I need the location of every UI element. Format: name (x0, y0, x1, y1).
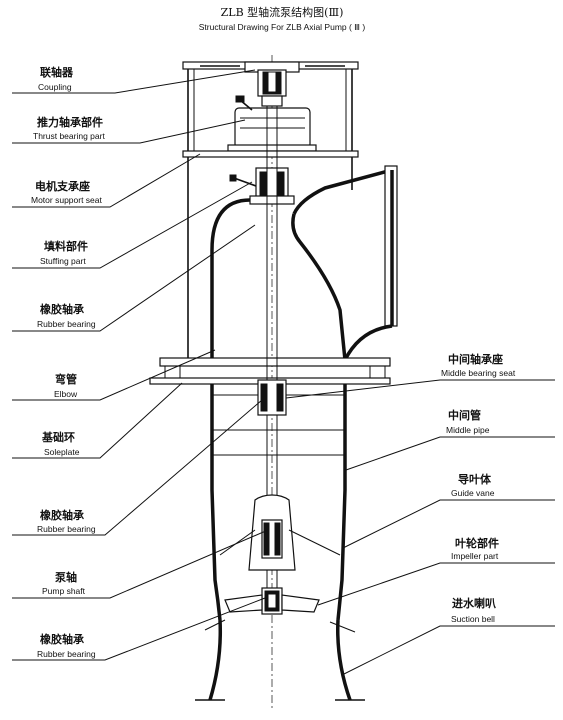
svg-text:Rubber bearing: Rubber bearing (37, 649, 96, 659)
lower-rubber-bearing (261, 519, 283, 559)
svg-text:Rubber bearing: Rubber bearing (37, 319, 96, 329)
title-en: Structural Drawing For ZLB Axial Pump ( … (199, 22, 366, 32)
middle-bearing-seat (212, 379, 345, 416)
svg-text:Guide vane: Guide vane (451, 488, 495, 498)
svg-text:推力轴承部件: 推力轴承部件 (37, 115, 103, 129)
label-impeller-part: 叶轮部件 Impeller part (317, 536, 555, 606)
svg-text:弯管: 弯管 (55, 372, 77, 386)
stuffing-part (229, 167, 295, 205)
svg-text:Middle bearing seat: Middle bearing seat (441, 368, 516, 378)
svg-text:Elbow: Elbow (54, 389, 78, 399)
svg-text:Stuffing part: Stuffing part (40, 256, 86, 266)
svg-text:基础环: 基础环 (41, 430, 75, 444)
middle-pipe (210, 384, 347, 490)
title-cn: ZLB 型轴流泵结构图(Ⅲ) (221, 5, 344, 19)
svg-text:叶轮部件: 叶轮部件 (455, 536, 499, 550)
svg-text:联轴器: 联轴器 (40, 65, 74, 79)
label-suction-bell: 进水喇叭 Suction bell (341, 596, 555, 676)
label-pump-shaft: 泵轴 Pump shaft (12, 529, 269, 599)
label-middle-bearing-seat: 中间轴承座 Middle bearing seat (285, 352, 555, 399)
left-labels: 联轴器 Coupling 推力轴承部件 Thrust bearing part … (12, 65, 269, 661)
svg-text:橡胶轴承: 橡胶轴承 (40, 632, 85, 646)
label-thrust-bearing: 推力轴承部件 Thrust bearing part (12, 115, 246, 144)
svg-text:电机支承座: 电机支承座 (35, 179, 90, 193)
label-rubber-bearing-3: 橡胶轴承 Rubber bearing (12, 597, 266, 661)
svg-text:中间轴承座: 中间轴承座 (448, 352, 503, 366)
label-elbow: 弯管 Elbow (12, 349, 216, 401)
label-guide-vane: 导叶体 Guide vane (342, 472, 555, 549)
label-coupling: 联轴器 Coupling (12, 65, 256, 94)
label-middle-pipe: 中间管 Middle pipe (345, 408, 555, 471)
pump-drawing (149, 55, 398, 708)
label-rubber-bearing-1: 橡胶轴承 Rubber bearing (12, 224, 256, 332)
label-rubber-bearing-2: 橡胶轴承 Rubber bearing (12, 399, 263, 536)
svg-text:Motor support seat: Motor support seat (31, 195, 103, 205)
svg-text:泵轴: 泵轴 (55, 570, 77, 584)
impeller-part (224, 587, 320, 615)
svg-text:Rubber bearing: Rubber bearing (37, 524, 96, 534)
svg-text:Coupling: Coupling (38, 82, 72, 92)
svg-text:填料部件: 填料部件 (44, 239, 88, 253)
right-labels: 中间轴承座 Middle bearing seat 中间管 Middle pip… (285, 352, 555, 676)
svg-text:Suction bell: Suction bell (451, 614, 495, 624)
svg-text:中间管: 中间管 (448, 408, 481, 422)
svg-text:导叶体: 导叶体 (458, 472, 492, 486)
svg-text:Impeller part: Impeller part (451, 551, 499, 561)
coupling-part (244, 61, 300, 107)
label-motor-support-seat: 电机支承座 Motor support seat (12, 153, 201, 208)
label-soleplate: 基础环 Soleplate (12, 382, 183, 459)
svg-text:橡胶轴承: 橡胶轴承 (40, 302, 85, 316)
svg-text:Thrust bearing part: Thrust bearing part (33, 131, 105, 141)
svg-text:进水喇叭: 进水喇叭 (452, 596, 496, 610)
label-stuffing-part: 填料部件 Stuffing part (12, 181, 253, 269)
svg-text:Pump shaft: Pump shaft (42, 586, 86, 596)
motor-support-seat (182, 150, 359, 360)
svg-text:Middle pipe: Middle pipe (446, 425, 490, 435)
thrust-bearing-part (227, 95, 317, 152)
suction-bell (195, 619, 365, 701)
svg-text:Soleplate: Soleplate (44, 447, 80, 457)
elbow (210, 165, 398, 361)
svg-text:橡胶轴承: 橡胶轴承 (40, 508, 85, 522)
